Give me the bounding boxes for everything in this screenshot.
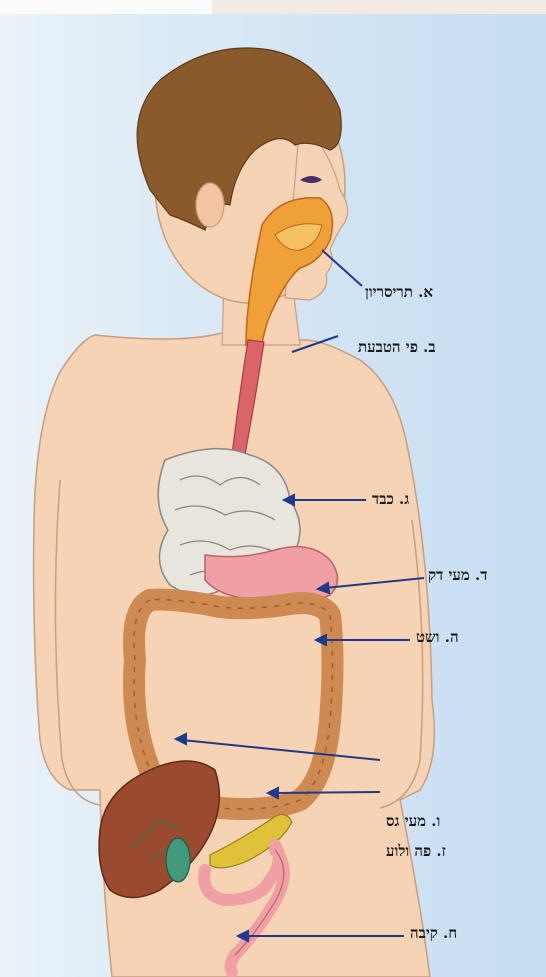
gallbladder [166,838,190,882]
label-d-small-intestine: ד. מעי דק [428,566,487,585]
label-b-rectum: ב. פי הטבעת [358,338,436,357]
label-a-duodenum: א. תריסריון [365,283,433,302]
label-g-liver: ג. כבד [372,490,409,509]
label-h-esophagus: ה. ושט [416,628,459,647]
label-v-large-intestine: ו. מעי גס [386,812,440,831]
ear [196,183,224,227]
torso [34,300,435,977]
label-z-mouth-pharynx: ז. פה ולוע [386,842,446,861]
pointer-line-z [274,792,380,793]
label-ch-stomach: ח. קיבה [410,924,457,943]
